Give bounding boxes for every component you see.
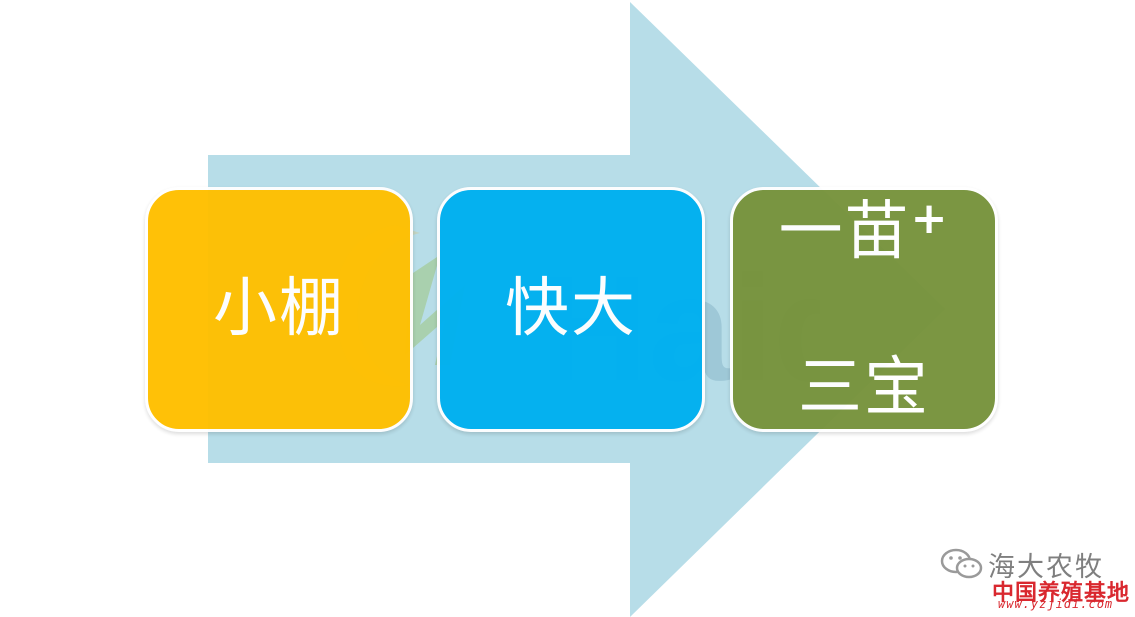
step-3-plus: +	[910, 192, 950, 244]
step-3-label: 一苗+ 三宝	[779, 114, 950, 505]
step-2-label: 快大	[505, 272, 637, 347]
step-box-3: 一苗+ 三宝	[730, 187, 998, 432]
step-box-2: 快大	[437, 187, 705, 432]
step-3-line-2: 三宝	[798, 351, 930, 426]
step-1-label: 小棚	[213, 272, 345, 347]
step-box-1: 小棚	[145, 187, 413, 432]
wechat-icon	[940, 548, 983, 579]
step-3-line-1: 一苗	[778, 194, 911, 269]
brand-watermark: 海大农牧 中国养殖基地 www.yzjidi.com	[940, 545, 1130, 613]
brand-name: 海大农牧	[988, 552, 1104, 583]
brand-url: www.yzjidi.com	[998, 597, 1114, 611]
brand-chinese-text: 中国养殖基地	[992, 580, 1131, 606]
